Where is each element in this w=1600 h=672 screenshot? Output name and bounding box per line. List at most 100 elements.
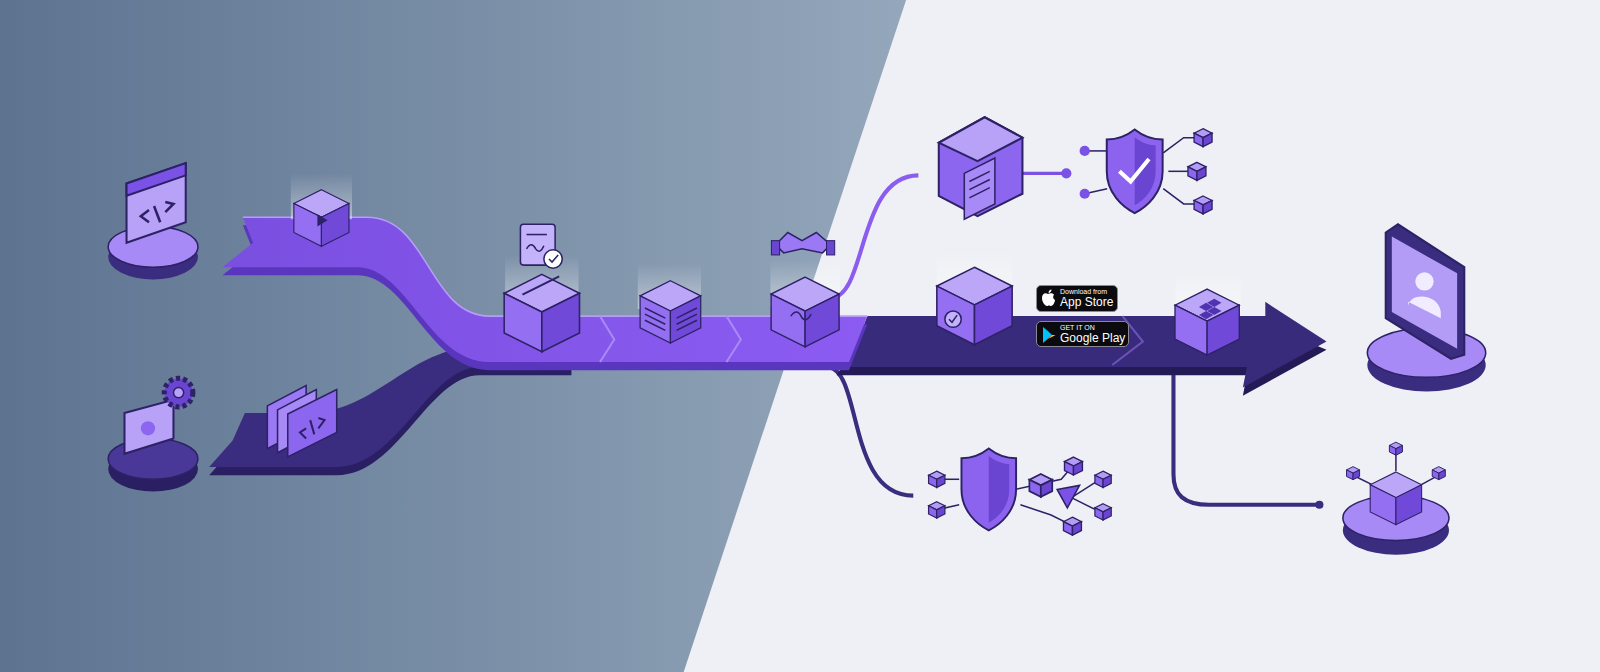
signed-cube	[771, 277, 839, 347]
apple-shape	[1042, 293, 1055, 306]
art-part	[645, 308, 665, 318]
code-window-icon	[127, 163, 186, 243]
handshake-shape	[776, 232, 831, 252]
play-mark	[317, 214, 327, 226]
node-cube	[1389, 442, 1402, 455]
window-bar	[127, 163, 186, 196]
check-circle	[945, 311, 961, 327]
play-logo	[1037, 322, 1059, 348]
node-cube	[1347, 467, 1360, 480]
node-cube	[1194, 196, 1212, 214]
file-card	[288, 390, 337, 457]
node-cube	[1029, 474, 1052, 497]
art-part	[677, 320, 697, 330]
server-cube	[640, 281, 701, 343]
art-part	[645, 314, 665, 324]
check-mark	[549, 255, 558, 262]
shield-check	[1119, 159, 1149, 181]
server-grid	[645, 308, 697, 330]
box-top	[939, 117, 1023, 161]
code-glyph	[141, 210, 149, 222]
tape-line	[522, 276, 559, 294]
window-frame	[127, 163, 186, 243]
store-name: App Store	[1060, 296, 1113, 309]
tablet-body	[1386, 224, 1465, 359]
box-cube	[504, 274, 579, 351]
deploy-cube	[1370, 472, 1421, 525]
security-shield	[961, 448, 1016, 530]
store-name: Google Play	[1060, 332, 1125, 345]
node-cube	[1095, 504, 1111, 520]
delivery-arrow	[837, 302, 1327, 388]
security-shield	[1107, 129, 1163, 213]
check-circle	[544, 250, 562, 268]
art-part	[677, 314, 697, 324]
panel-mark	[141, 421, 155, 435]
node-cube	[929, 502, 945, 518]
document-line	[527, 234, 547, 236]
panel	[124, 400, 173, 454]
sheet-line	[969, 171, 989, 181]
window-tiles	[1199, 299, 1221, 319]
node-cube	[929, 471, 945, 487]
config-icon	[124, 378, 192, 453]
apple-logo	[1037, 286, 1059, 313]
app-cube	[1175, 289, 1239, 355]
tablet-icon	[1386, 224, 1465, 359]
check-mark	[949, 315, 957, 322]
code-glyph	[300, 428, 306, 438]
tablet-screen	[1392, 237, 1457, 349]
background-panel	[0, 0, 906, 672]
archive-box	[939, 117, 1023, 219]
gear-hub	[173, 387, 183, 397]
code-files-icon	[267, 385, 336, 456]
art-part	[677, 308, 697, 318]
play-part	[1043, 335, 1052, 343]
play-part	[1043, 327, 1052, 335]
branch-wire	[829, 367, 914, 495]
store-badge: GET IT ONGoogle Play	[1036, 321, 1129, 347]
store-badge: Download fromApp Store	[1036, 285, 1118, 312]
box-sheet	[964, 158, 995, 219]
segment-chevron	[727, 316, 741, 362]
branch-wire	[1018, 172, 1066, 175]
badge-caption: GET IT ON	[1060, 324, 1095, 332]
signature-mark	[791, 312, 811, 320]
sheet-line	[969, 188, 989, 198]
wire-dot	[1061, 168, 1071, 178]
node-cube	[1064, 457, 1082, 475]
gear	[164, 378, 193, 407]
node-cube	[1095, 471, 1111, 487]
segment-chevron	[600, 316, 614, 362]
signed-document	[520, 224, 562, 268]
user-head	[1415, 272, 1433, 290]
package-cube	[294, 190, 349, 247]
art-part	[1207, 299, 1221, 307]
network-dot	[1080, 189, 1090, 199]
node-cube	[1188, 162, 1206, 180]
play-part	[1048, 335, 1056, 339]
code-glyph	[318, 418, 324, 428]
art-part	[645, 320, 665, 330]
play-part	[1043, 327, 1052, 343]
cuff	[827, 241, 835, 255]
sheet-line	[969, 179, 989, 189]
signature-mark	[527, 245, 544, 252]
user-body	[1408, 297, 1441, 319]
code-glyph	[154, 206, 160, 222]
node-shard	[1057, 485, 1079, 507]
art-part	[1199, 311, 1213, 319]
handshake-icon	[771, 232, 834, 254]
badge-caption: Download from	[1060, 288, 1107, 296]
node-cube	[1194, 129, 1212, 147]
apple-leaf	[1049, 290, 1052, 294]
node-cube	[1063, 517, 1081, 535]
approved-box	[937, 267, 1012, 344]
code-glyph	[310, 420, 314, 434]
network-dot	[1080, 146, 1090, 156]
wire-dot	[1315, 501, 1323, 509]
node-cube	[1432, 467, 1445, 480]
branch-wire	[832, 175, 919, 297]
